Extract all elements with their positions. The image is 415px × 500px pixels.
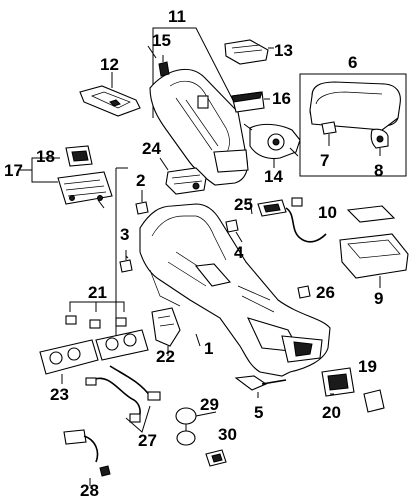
center-console-group [115, 167, 331, 377]
lower-harness-part [63, 429, 111, 486]
fastener-part [234, 375, 287, 398]
callout-labels: 11 15 13 12 6 16 24 18 17 7 8 14 2 25 10… [4, 7, 383, 500]
callout-8: 8 [374, 161, 383, 180]
callout-30: 30 [218, 425, 237, 444]
callout-9: 9 [374, 289, 383, 308]
harness-switch-part [257, 197, 327, 243]
callout-27: 27 [138, 431, 157, 450]
slotted-switch-part [224, 39, 274, 65]
callout-22: 22 [156, 347, 175, 366]
bracket-part [151, 307, 181, 356]
callout-26: 26 [316, 283, 335, 302]
clip-part-2 [135, 190, 149, 215]
small-switch-part [65, 145, 93, 167]
callout-5: 5 [254, 403, 263, 422]
callout-1: 1 [204, 339, 213, 358]
leader-lines [125, 45, 334, 395]
storage-box-part [339, 233, 409, 288]
callout-23: 23 [50, 385, 69, 404]
callout-24: 24 [142, 139, 161, 158]
callout-21: 21 [88, 283, 107, 302]
connector-harness-part [65, 301, 127, 329]
callout-16: 16 [272, 89, 291, 108]
bezel-part [321, 367, 355, 397]
lighter-part [175, 407, 227, 467]
callout-18: 18 [36, 147, 55, 166]
callout-12: 12 [100, 55, 119, 74]
clip-part-26 [297, 285, 311, 299]
shifter-mechanism-part [243, 123, 301, 168]
bezel-plate-part [79, 72, 141, 117]
switch-bar-part [159, 157, 207, 195]
clip-part-3 [119, 250, 133, 273]
callout-25: 25 [234, 195, 253, 214]
callout-2: 2 [136, 171, 145, 190]
switch-panel-part [57, 171, 113, 209]
callout-13: 13 [274, 41, 293, 60]
mat-part [346, 205, 396, 223]
clip-part-4 [225, 219, 243, 243]
shift-panel-group [149, 27, 249, 186]
clip-part [158, 55, 170, 77]
dash-panel-part [39, 329, 149, 384]
callout-29: 29 [200, 395, 219, 414]
callout-19: 19 [358, 357, 377, 376]
callout-3: 3 [120, 225, 129, 244]
callout-11: 11 [168, 7, 186, 26]
callout-17: 17 [4, 161, 23, 180]
callout-6: 6 [348, 53, 357, 72]
armrest-group [299, 73, 407, 177]
callout-28: 28 [80, 481, 99, 500]
callout-20: 20 [322, 403, 341, 422]
callout-10: 10 [318, 203, 337, 222]
callout-15: 15 [152, 31, 171, 50]
callout-4: 4 [234, 243, 244, 262]
wire-harness-part [85, 365, 161, 433]
callout-7: 7 [320, 151, 329, 170]
callout-14: 14 [264, 167, 283, 186]
pocket-part [231, 91, 270, 113]
pad-part [363, 389, 385, 413]
